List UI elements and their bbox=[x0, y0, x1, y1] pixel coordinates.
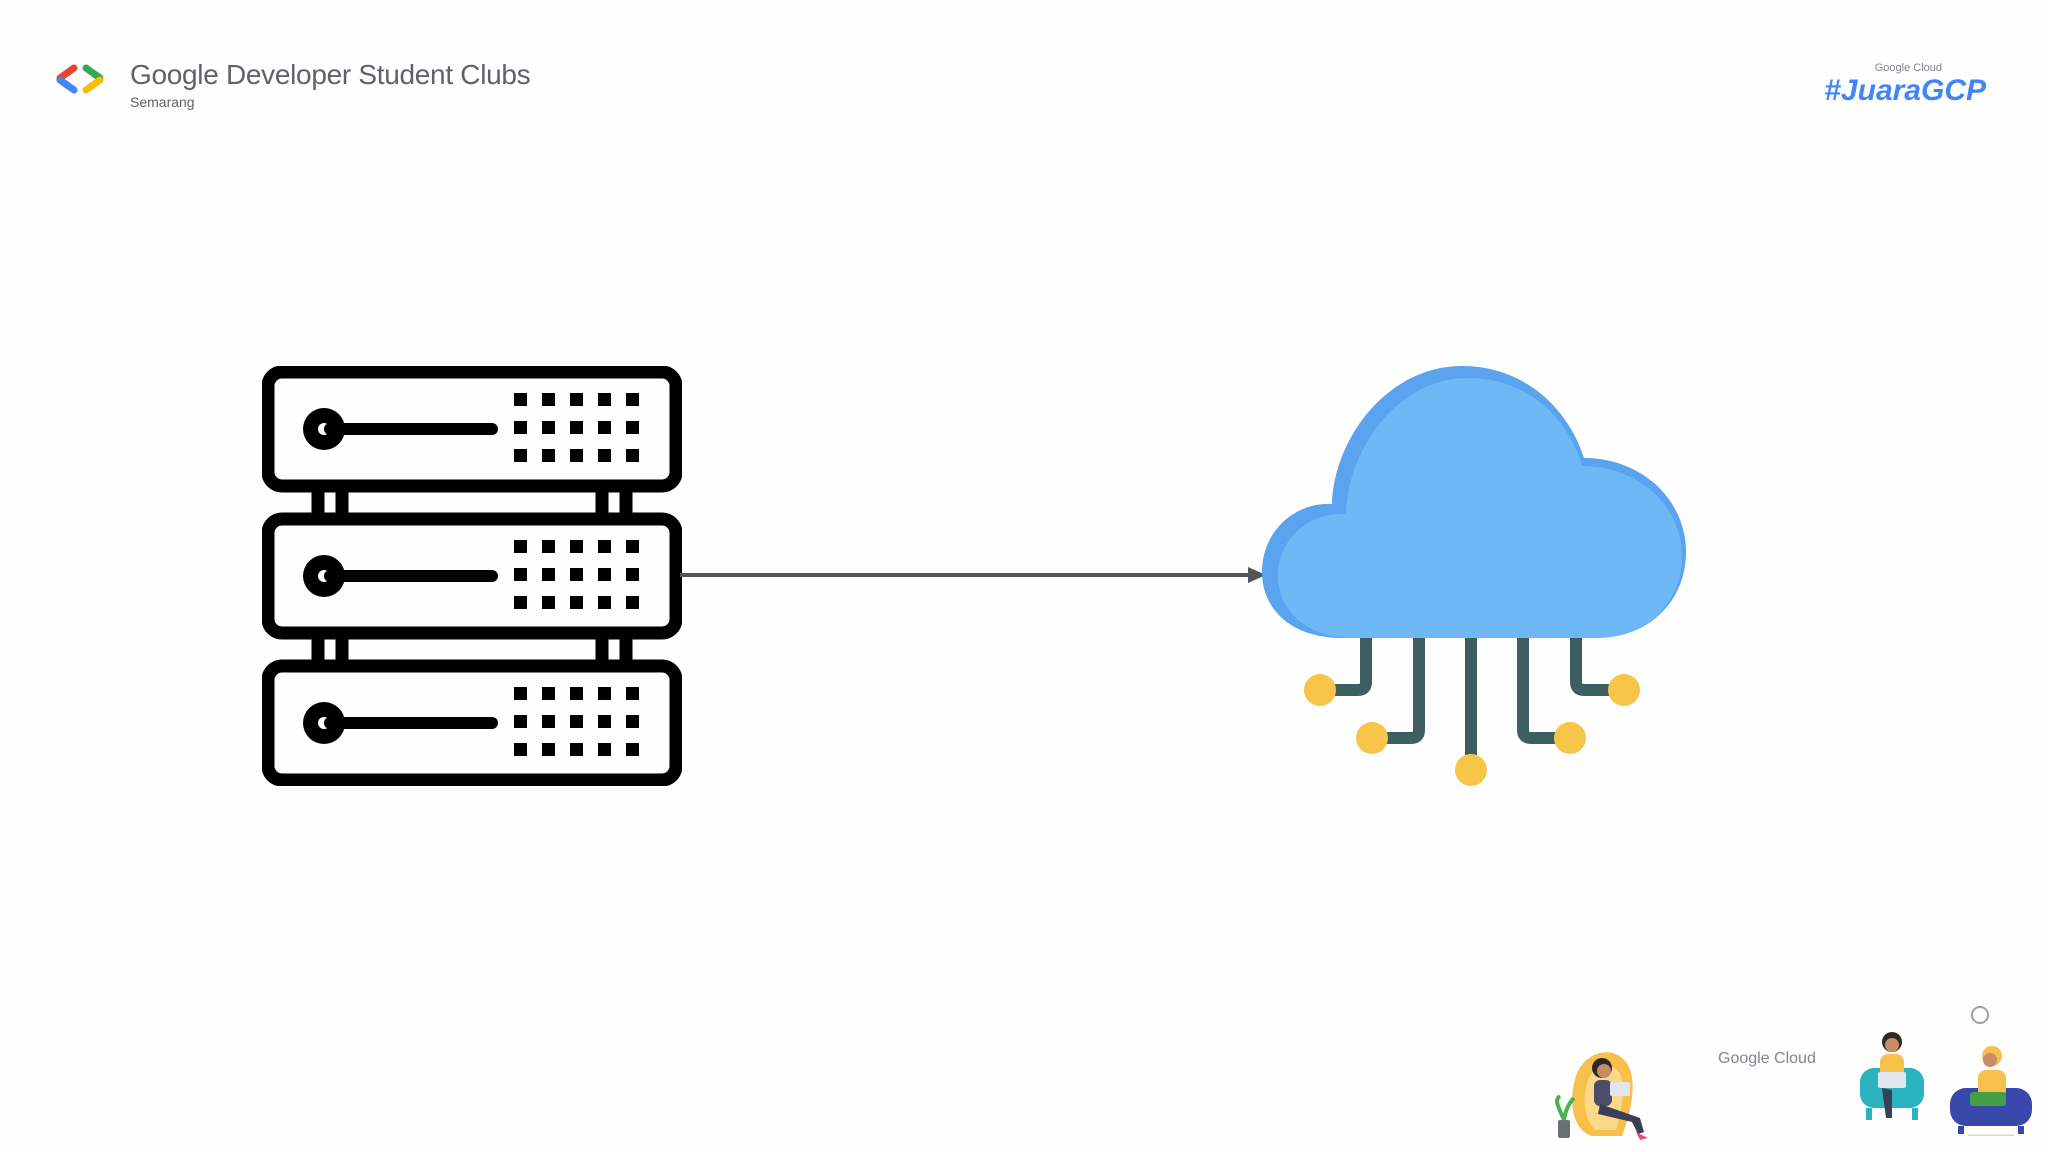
server-rack-icon bbox=[262, 366, 682, 786]
juara-gcp-tag: #JuaraGCP bbox=[1824, 74, 1986, 107]
cloud-network-icon bbox=[1262, 366, 1686, 786]
brand-title: Google Developer Student Clubs bbox=[130, 59, 531, 90]
google-cloud-label: Google Cloud bbox=[1874, 62, 1942, 74]
brand-subtitle: Semarang bbox=[130, 94, 195, 110]
person-sofa-laptop-illustration bbox=[1950, 1046, 2032, 1136]
person-armchair-laptop-illustration bbox=[1860, 1032, 1924, 1120]
gdsc-brackets-icon bbox=[56, 64, 104, 94]
arrow-right-icon bbox=[680, 567, 1266, 583]
person-laptop-egg-chair-illustration bbox=[1555, 1052, 1648, 1140]
gdsc-brand: Google Developer Student Clubs Semarang bbox=[56, 58, 531, 110]
juara-gcp-badge: Google Cloud #JuaraGCP bbox=[1824, 62, 1986, 108]
cursor-indicator bbox=[1971, 1006, 1989, 1024]
footer-google-cloud-logo: Google Cloud bbox=[1718, 1050, 1816, 1067]
